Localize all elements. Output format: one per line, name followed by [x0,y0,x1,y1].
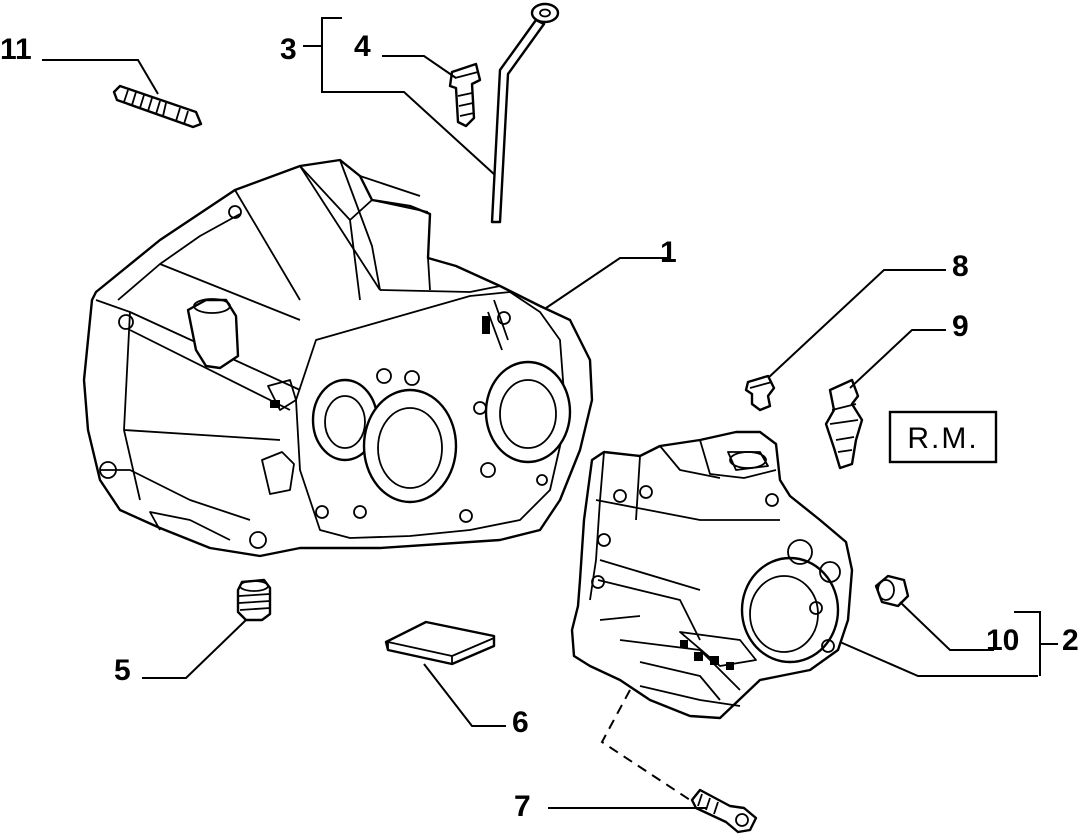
part-6-magnet [384,620,496,666]
leader-7-dashed [600,689,691,801]
leader-3-bracket [303,17,496,176]
callout-9: 9 [952,310,969,343]
callout-6: 6 [512,706,529,739]
part-7-bolt [690,788,758,834]
callout-1: 1 [660,236,677,269]
leader-6 [423,663,506,727]
part-1-clutch-housing [82,158,594,558]
bracket-2 [1014,611,1058,676]
callout-11: 11 [0,33,32,66]
callout-4: 4 [354,30,371,63]
callout-5: 5 [114,654,131,687]
part-10-bushing [874,574,910,608]
part-3-dipstick [490,2,560,224]
part-2-gearbox-case [570,430,854,720]
leader-2 [839,641,1038,677]
part-8-plug [744,374,776,412]
leader-5 [142,619,247,679]
callout-7: 7 [514,790,531,823]
leader-8 [767,269,946,379]
leader-10 [899,601,994,651]
callout-8: 8 [952,250,969,283]
leader-1 [545,257,668,309]
leader-4 [382,55,457,79]
callout-2: 2 [1062,624,1079,657]
part-4-breather [448,62,482,128]
rm-badge: R.M. [888,410,998,464]
rm-badge-text: R.M. [907,422,978,455]
part-5-plug [236,578,272,622]
callout-3: 3 [280,33,297,66]
part-9-sensor [824,378,864,470]
callout-10: 10 [986,624,1019,657]
leader-9 [849,329,946,389]
leader-11 [42,59,159,95]
part-11-stud [112,84,203,129]
